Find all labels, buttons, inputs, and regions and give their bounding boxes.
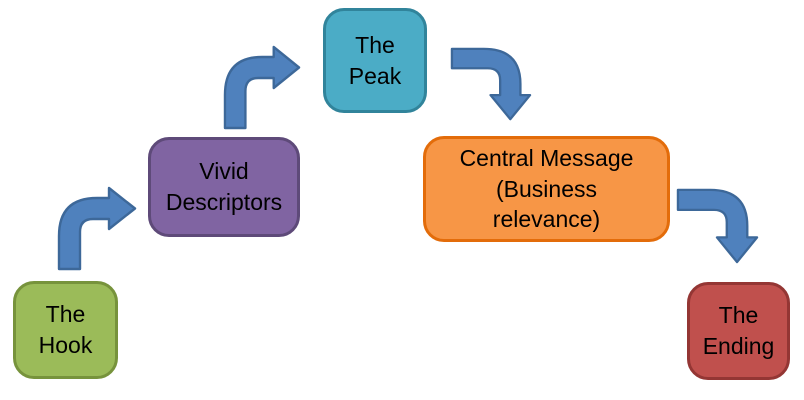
- node-vivid-descriptors-label: Vivid Descriptors: [165, 158, 283, 215]
- node-the-hook-label: The Hook: [38, 301, 93, 358]
- node-vivid-descriptors: Vivid Descriptors: [148, 137, 300, 237]
- arrow-peak-to-central-icon: [450, 47, 532, 121]
- node-the-ending: The Ending: [687, 282, 790, 380]
- node-central-message-label: Central Message (Business relevance): [459, 145, 634, 233]
- node-the-peak-label: The Peak: [348, 31, 402, 89]
- node-central-message: Central Message (Business relevance): [423, 136, 670, 242]
- arrow-vivid-to-peak-icon: [223, 45, 301, 130]
- arrow-hook-to-vivid-icon: [57, 186, 137, 271]
- arrow-central-to-ending-icon: [676, 188, 759, 264]
- node-the-peak: The Peak: [323, 8, 427, 113]
- node-the-hook: The Hook: [13, 281, 118, 379]
- node-the-ending-label: The Ending: [702, 302, 775, 359]
